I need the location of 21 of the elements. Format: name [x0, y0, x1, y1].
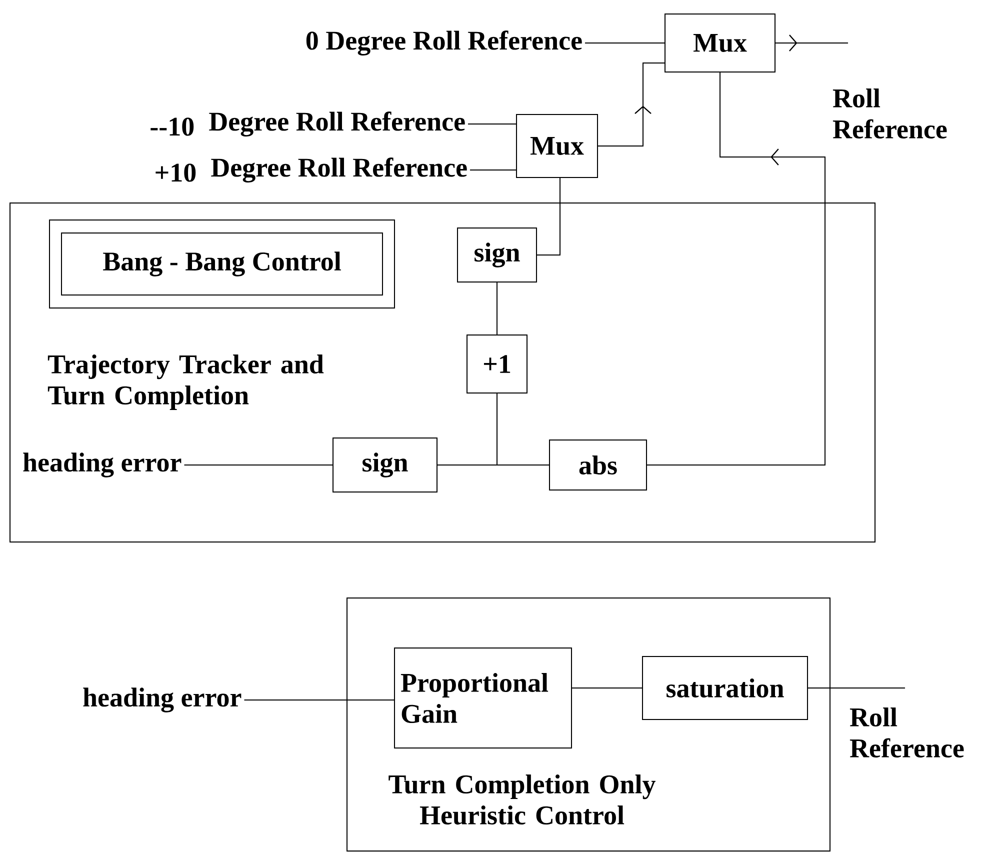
block-box: sign: [457, 228, 537, 282]
signal-line: [184, 464, 333, 466]
signal-line: [584, 42, 665, 44]
block-box: abs: [549, 440, 647, 490]
block-box: Mux: [664, 14, 776, 72]
signal-label: Roll Reference: [850, 708, 964, 758]
signal-line: [536, 178, 560, 256]
signal-label: +10 Degree Roll Reference: [156, 158, 467, 182]
signal-line: [496, 282, 498, 335]
block-box: Mux: [516, 114, 598, 178]
signal-label: --10 Degree Roll Reference: [150, 112, 465, 136]
signal-line: [437, 464, 550, 466]
block-box: Proportional Gain: [394, 648, 572, 748]
signal-label: heading error: [23, 452, 182, 478]
signal-label: heading error: [83, 688, 242, 712]
signal-label: 0 Degree Roll Reference: [306, 30, 582, 56]
block-box: sign: [332, 438, 438, 492]
block-box: +1: [466, 334, 528, 394]
signal-label: Roll Reference: [832, 88, 947, 138]
title-box: Bang - Bang Control: [49, 220, 395, 308]
block-box: saturation: [642, 656, 808, 720]
